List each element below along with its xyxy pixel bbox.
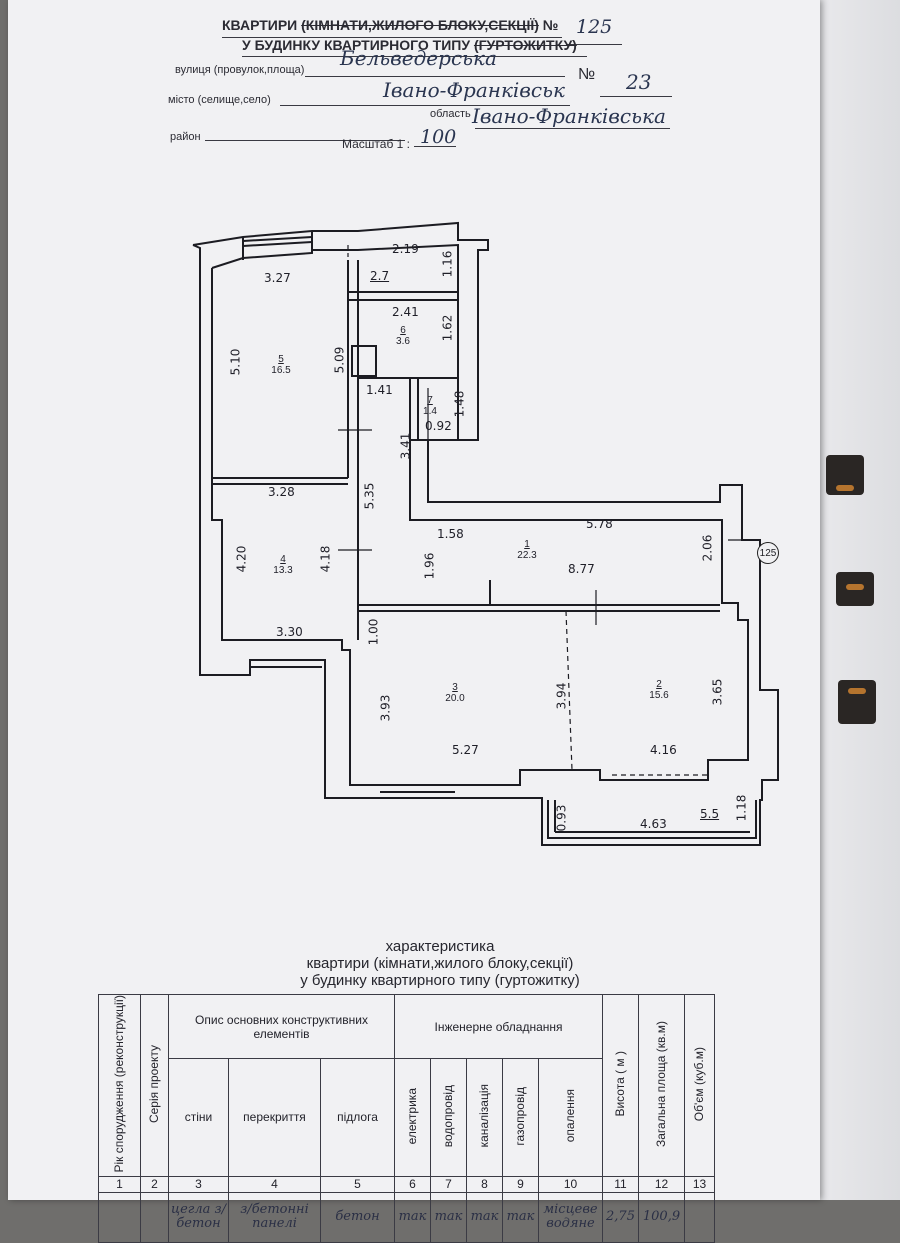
apartment-badge: 125 <box>757 542 779 564</box>
dim-balcony-top-length: 2.19 <box>392 242 419 256</box>
header-volume: Об'єм (куб.м) <box>684 994 715 1177</box>
binder-clip-1 <box>826 455 864 495</box>
header-engineering: Інженерне обладнання <box>394 993 603 1060</box>
column-numbers-row: 1 2 3 4 5 6 7 8 9 10 11 12 13 <box>98 1175 715 1193</box>
header-heating: опалення <box>538 1058 603 1177</box>
dim-r5-top: 3.27 <box>264 271 291 285</box>
dim-r4-left: 4.20 <box>234 545 249 573</box>
dim-balcony-bottom-area: 5.5 <box>700 807 720 821</box>
dim-balcony-bottom-right: 1.18 <box>734 794 749 822</box>
dim-r5-right: 5.09 <box>332 346 347 374</box>
dim-r6-right: 1.62 <box>440 314 455 342</box>
binder-clip-3 <box>838 680 876 724</box>
dim-r2-bottom: 4.16 <box>650 743 677 757</box>
dim-r5-left: 5.10 <box>228 348 243 376</box>
city-value: Івано-Франківськ <box>383 78 565 102</box>
dim-balcony-bottom-left: 0.93 <box>554 804 569 832</box>
header-walls: стіни <box>168 1058 229 1177</box>
dim-r7-bottom: 0.92 <box>425 419 452 433</box>
dim-r3-right: 3.94 <box>554 682 569 710</box>
dim-corridor-height: 3.41 <box>398 432 413 460</box>
scale-label: Масштаб 1 : <box>342 137 411 151</box>
header-floors: перекриття <box>228 1058 321 1177</box>
house-no-label: № <box>578 66 596 83</box>
dim-r1-top-left: 1.58 <box>437 527 464 541</box>
inner-wall <box>211 243 749 786</box>
dim-r4-right: 4.18 <box>318 545 333 573</box>
balcony-bottom <box>547 800 757 839</box>
header-structural: Опис основних конструктивних елементів <box>168 993 395 1060</box>
outer-wall <box>192 221 779 846</box>
dim-r7-right: 1.48 <box>452 390 467 418</box>
district-label: район <box>170 131 201 143</box>
header-water: водопровід <box>430 1058 467 1177</box>
header-electric: електрика <box>394 1058 431 1177</box>
header-sewer: каналізація <box>466 1058 503 1177</box>
header-total-area: Загальна площа (кв.м) <box>638 994 685 1177</box>
dim-corridor-left: 5.35 <box>362 482 377 510</box>
region-value: Івано-Франківська <box>472 104 666 128</box>
dim-r1-top-right: 5.78 <box>586 517 613 531</box>
header-line-2: У БУДИНКУ КВАРТИРНОГО ТИПУ (ГУРТОЖИТКУ) <box>242 37 577 53</box>
dim-r3-left: 3.93 <box>378 694 393 722</box>
street-label: вулиця (провулок,площа) <box>175 64 305 76</box>
dim-r4-top: 3.28 <box>268 485 295 499</box>
header-height: Висота ( м ) <box>602 994 639 1177</box>
dim-balcony-bottom-length: 4.63 <box>640 817 667 831</box>
dim-r1-length: 8.77 <box>568 562 595 576</box>
dim-balcony-top-area: 2.7 <box>370 269 390 283</box>
header-series: Серія проекту <box>140 994 169 1177</box>
header-gas: газопровід <box>502 1058 539 1177</box>
dim-r6-top: 2.41 <box>392 305 419 319</box>
binder-clip-2 <box>836 572 874 606</box>
region-label: область <box>430 108 471 120</box>
dim-r1-left: 1.96 <box>422 552 437 580</box>
shaft <box>351 345 377 377</box>
header-line-1: КВАРТИРИ (КІМНАТИ,ЖИЛОГО БЛОКУ,СЕКЦІЇ) № <box>222 17 559 33</box>
street-value: Бельведерська <box>340 46 497 70</box>
header-year: Рік спорудження (реконструкції) <box>98 994 141 1177</box>
city-label: місто (селище,село) <box>168 94 271 106</box>
floor-plan <box>192 221 779 846</box>
dim-balcony-top-depth: 1.16 <box>440 250 455 278</box>
characteristics-table: Рік спорудження (реконструкції) Серія пр… <box>98 993 715 1243</box>
dim-r3-bottom: 5.27 <box>452 743 479 757</box>
dim-r1-right: 2.06 <box>700 534 715 562</box>
apartment-number: 125 <box>576 16 613 38</box>
scale-value: 100 <box>420 126 457 148</box>
house-no-value: 23 <box>626 70 652 94</box>
dim-r4-bottom: 3.30 <box>276 625 303 639</box>
header-flooring: підлога <box>320 1058 395 1177</box>
dim-r7-top: 1.41 <box>366 383 393 397</box>
dim-r3-top: 1.00 <box>366 618 381 646</box>
dim-r2-right: 3.65 <box>710 678 725 706</box>
characteristics-title: характеристика квартири (кімнати,жилого … <box>300 938 580 989</box>
